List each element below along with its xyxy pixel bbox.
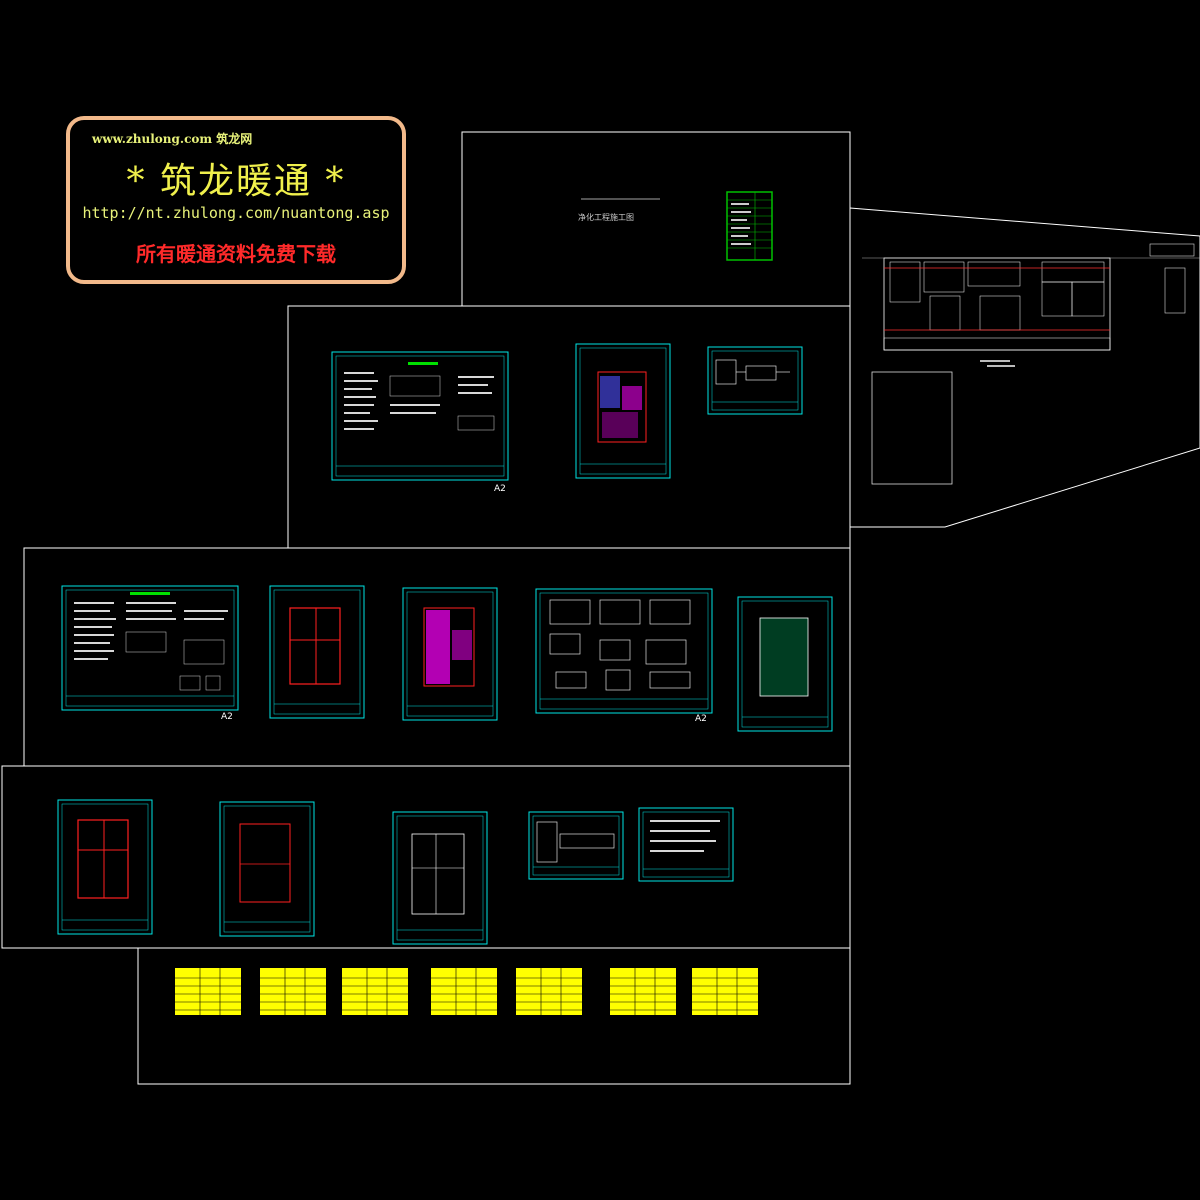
frame-site-plan xyxy=(849,207,1200,528)
equipment-table xyxy=(342,968,408,1015)
sheet-size-label: A2 xyxy=(221,712,233,722)
banner-free-download-text: 所有暖通资料免费下载 xyxy=(136,242,336,266)
floor-plans xyxy=(77,371,809,915)
sheet-size-label: A2 xyxy=(494,484,506,494)
equipment-tables xyxy=(175,968,758,1015)
sheet-plan-g xyxy=(392,811,488,945)
frame-row-3 xyxy=(1,765,851,949)
sheet-legend xyxy=(528,811,624,880)
sheet-floor-plan-a xyxy=(575,343,671,479)
site-plan xyxy=(862,243,1200,485)
sheet-notes-3 xyxy=(638,807,734,882)
cover-title: 净化工程施工图 xyxy=(578,213,634,222)
cover-sheet xyxy=(581,191,773,261)
equipment-table xyxy=(692,968,758,1015)
drawing-sheets xyxy=(57,343,833,945)
sheet-notes-2 xyxy=(61,585,239,711)
frame-row-4 xyxy=(137,947,851,1085)
frame-cover xyxy=(461,131,851,307)
cover-index-table xyxy=(726,191,773,261)
equipment-table xyxy=(175,968,241,1015)
equipment-table xyxy=(260,968,326,1015)
frame-row-1 xyxy=(287,305,851,549)
sheet-plan-b xyxy=(269,585,365,719)
sheet-plan-f xyxy=(219,801,315,937)
equipment-table xyxy=(516,968,582,1015)
sheet-size-label: A2 xyxy=(695,714,707,724)
sheet-design-notes xyxy=(331,351,509,481)
equipment-table xyxy=(431,968,497,1015)
notes-text xyxy=(74,362,720,852)
details-diagrams xyxy=(536,359,790,863)
title-blocks xyxy=(62,401,828,931)
sheet-system-diagram xyxy=(707,346,803,415)
zhulong-banner[interactable]: www.zhulong.com 筑龙网 * 筑龙暖通 * http://nt.z… xyxy=(66,116,406,284)
banner-title: * 筑龙暖通 * xyxy=(126,161,346,202)
sheet-plan-d xyxy=(737,596,833,732)
equipment-table xyxy=(610,968,676,1015)
sheet-plan-c xyxy=(402,587,498,721)
sheet-plan-e xyxy=(57,799,153,935)
banner-site-text: www.zhulong.com 筑龙网 xyxy=(92,132,253,146)
banner-url-link[interactable]: http://nt.zhulong.com/nuantong.asp xyxy=(82,204,390,222)
sheet-details xyxy=(535,588,713,714)
group-frames xyxy=(1,131,1200,1085)
